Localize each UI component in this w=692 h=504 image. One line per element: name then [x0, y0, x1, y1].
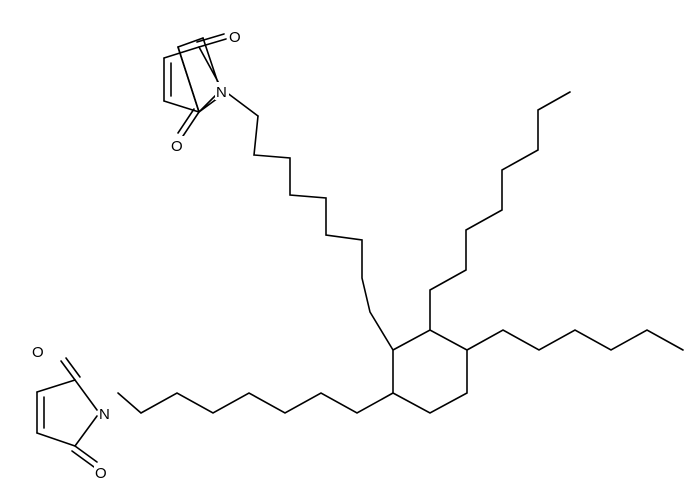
bottom-maleimide-ring	[36, 357, 98, 468]
hexyl-chain	[466, 329, 684, 351]
bottom-linker-chain	[117, 392, 394, 414]
top-oxygen-upper-label: O	[229, 29, 241, 46]
top-nitrogen-label: N	[216, 84, 227, 101]
octyl-chain	[429, 91, 571, 331]
bottom-nitrogen-label: N	[99, 406, 110, 423]
top-maleimide-ring	[163, 33, 259, 137]
bottom-oxygen-upper-label: O	[32, 344, 44, 361]
bottom-oxygen-lower-label: O	[95, 465, 107, 482]
cyclohexane-ring	[392, 329, 468, 414]
top-linker-chain	[253, 115, 394, 351]
top-oxygen-lower-label: O	[171, 138, 183, 155]
